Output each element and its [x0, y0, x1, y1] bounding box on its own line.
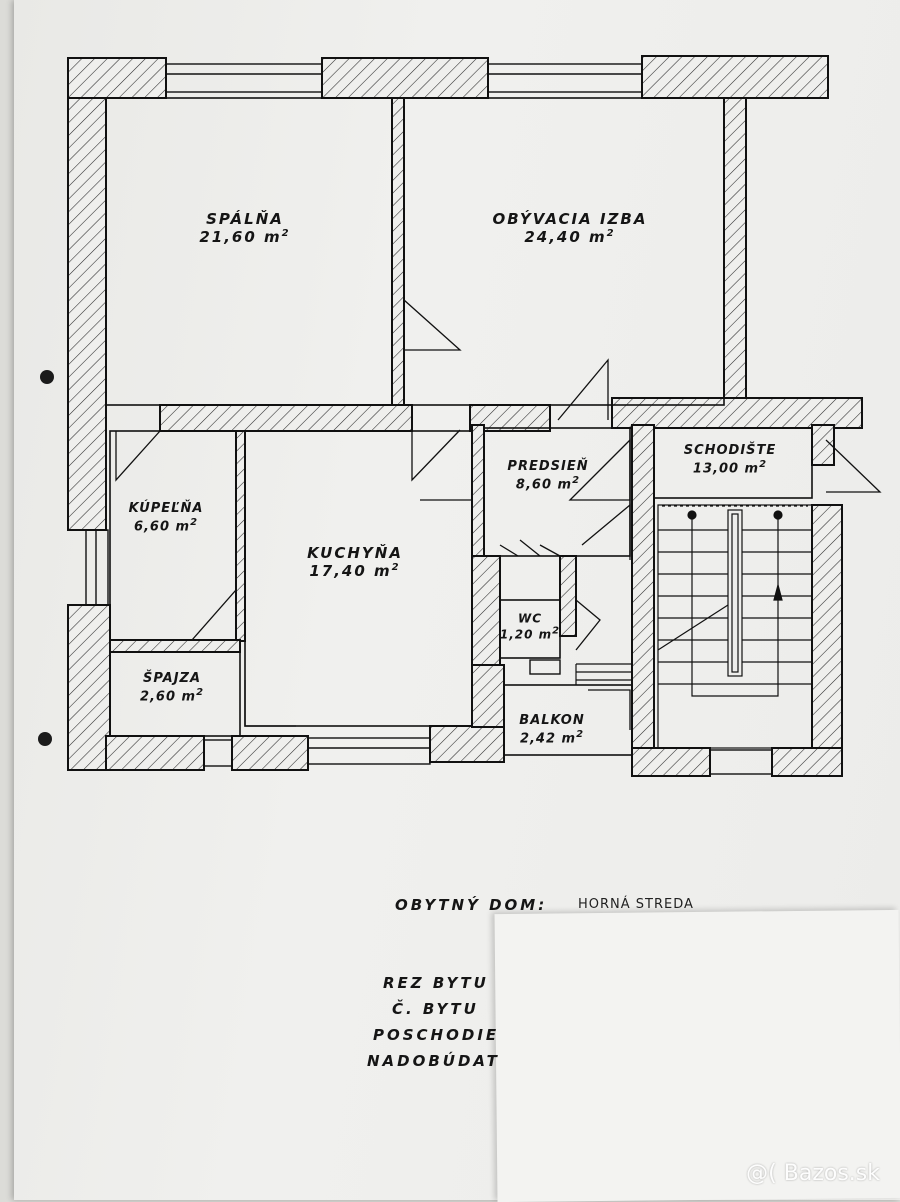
binder-hole-top [40, 370, 54, 384]
room-label-obyvacia-izba: OBÝVACIA IZBA 24,40 m2 [493, 210, 648, 246]
room-name: WC [517, 611, 543, 626]
room-area: 24,40 m2 [524, 228, 616, 246]
room-area: 21,60 m2 [199, 228, 291, 246]
room-area: 13,00 m2 [692, 458, 768, 477]
bazos-watermark: @( Bazos.sk [746, 1161, 880, 1186]
room-name: BALKON [519, 713, 585, 729]
room-area: 17,40 m2 [309, 562, 401, 580]
binder-hole-bottom [38, 732, 52, 746]
room-name: SPÁLŇA [206, 210, 284, 228]
room-area: 2,42 m2 [519, 728, 585, 747]
room-name: OBÝVACIA IZBA [492, 210, 648, 228]
caption-line-nadobudat: NADOBÚDAT [367, 1052, 500, 1070]
room-label-spajza: ŠPAJZA 2,60 m2 [140, 671, 204, 705]
room-label-schodiste: SCHODIŠTE 13,00 m2 [684, 443, 777, 477]
window-frames [85, 63, 773, 775]
balcony-rail [575, 663, 632, 685]
staircase [657, 504, 813, 749]
room-label-kuchyna: KUCHYŇA 17,40 m2 [307, 544, 403, 580]
walls [67, 55, 863, 777]
room-label-balkon: BALKON 2,42 m2 [519, 713, 584, 747]
building-label: OBYTNÝ DOM: [395, 896, 548, 914]
room-name: KUCHYŇA [307, 544, 403, 562]
room-area: 2,60 m2 [139, 686, 205, 705]
caption-line-rez-bytu: REZ BYTU [383, 974, 489, 992]
room-label-wc: WC 1,20 m2 [500, 612, 560, 643]
room-name: ŠPAJZA [142, 671, 202, 687]
room-area: 1,20 m2 [499, 626, 561, 642]
room-area: 8,60 m2 [515, 474, 581, 493]
caption-line-poschodie: POSCHODIE [373, 1026, 500, 1044]
covering-paper [494, 909, 900, 1202]
room-label-kupelna: KÚPEĽŇA 6,60 m2 [129, 501, 204, 535]
room-area: 6,60 m2 [133, 516, 199, 535]
caption-line-cislo-bytu: Č. BYTU [392, 1000, 479, 1018]
building-value: HORNÁ STREDA [578, 897, 694, 912]
room-name: KÚPEĽŇA [128, 501, 204, 517]
door-swings [115, 298, 882, 730]
room-label-predsien: PREDSIEŇ 8,60 m2 [507, 459, 588, 493]
room-label-spalna: SPÁLŇA 21,60 m2 [199, 210, 290, 246]
room-name: PREDSIEŇ [507, 459, 589, 475]
room-outlines [105, 97, 813, 756]
room-name: SCHODIŠTE [683, 443, 777, 459]
